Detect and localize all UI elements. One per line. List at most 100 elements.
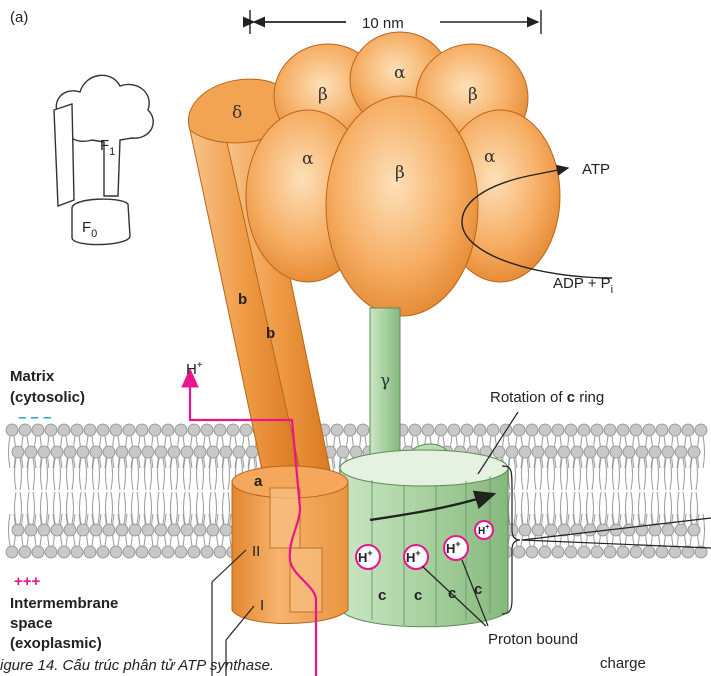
lipid-tail bbox=[197, 458, 204, 490]
lipid-head bbox=[233, 446, 245, 458]
lipid-head bbox=[630, 546, 642, 558]
lipid-head bbox=[201, 424, 213, 436]
subunit-b-left: b bbox=[238, 291, 247, 308]
lipid-head bbox=[97, 424, 109, 436]
lipid-head bbox=[64, 446, 76, 458]
subunit-c-4: c bbox=[474, 581, 482, 598]
lipid-tail bbox=[106, 458, 113, 490]
lipid-head bbox=[604, 424, 616, 436]
lipid-head bbox=[565, 424, 577, 436]
lipid-head bbox=[19, 546, 31, 558]
lipid-head bbox=[116, 446, 128, 458]
lipid-head bbox=[12, 524, 24, 536]
lipid-head bbox=[591, 546, 603, 558]
lipid-head bbox=[688, 524, 700, 536]
lipid-head bbox=[656, 424, 668, 436]
lipid-head bbox=[32, 546, 44, 558]
lipid-head bbox=[175, 546, 187, 558]
lipid-tail bbox=[652, 458, 659, 490]
lipid-tail bbox=[522, 458, 529, 490]
subunit-delta: δ bbox=[232, 103, 242, 123]
lipid-head bbox=[669, 424, 681, 436]
lipid-head bbox=[539, 424, 551, 436]
lipid-tail bbox=[41, 458, 48, 490]
intermembrane-label: +++ Intermembrane space (exoplasmic) bbox=[10, 573, 118, 652]
lipid-head bbox=[331, 424, 343, 436]
lipid-head bbox=[623, 446, 635, 458]
lipid-head bbox=[181, 524, 193, 536]
lipid-tail bbox=[132, 458, 139, 490]
lipid-head bbox=[51, 446, 63, 458]
lipid-head bbox=[71, 424, 83, 436]
lipid-tail bbox=[587, 492, 594, 524]
svg-text:Rotation of c ring: Rotation of c ring bbox=[490, 389, 604, 406]
lipid-head bbox=[656, 546, 668, 558]
lipid-head bbox=[662, 446, 674, 458]
lipid-head bbox=[526, 546, 538, 558]
subunit-alpha-right: α bbox=[484, 147, 496, 167]
lipid-head bbox=[51, 524, 63, 536]
lipid-head bbox=[188, 424, 200, 436]
adp-pi-label: ADP + Pi bbox=[553, 275, 613, 296]
lipid-head bbox=[38, 524, 50, 536]
lipid-tail bbox=[28, 458, 35, 490]
scale-bar: 10 nm bbox=[250, 10, 541, 34]
lipid-tail bbox=[80, 458, 87, 490]
lipid-head bbox=[214, 546, 226, 558]
lipid-head bbox=[623, 524, 635, 536]
lipid-head bbox=[12, 446, 24, 458]
lipid-head bbox=[337, 446, 349, 458]
lipid-head bbox=[584, 446, 596, 458]
lipid-head bbox=[675, 446, 687, 458]
c-ring-bracket bbox=[502, 466, 711, 614]
lipid-tail bbox=[535, 492, 542, 524]
lipid-head bbox=[58, 424, 70, 436]
lipid-tail bbox=[223, 492, 230, 524]
lipid-head bbox=[513, 546, 525, 558]
lipid-head bbox=[77, 446, 89, 458]
lipid-head bbox=[604, 546, 616, 558]
lipid-head bbox=[474, 424, 486, 436]
lipid-head bbox=[181, 446, 193, 458]
lipid-head bbox=[532, 524, 544, 536]
lipid-head bbox=[142, 524, 154, 536]
lipid-tail bbox=[132, 492, 139, 524]
lipid-head bbox=[532, 446, 544, 458]
svg-text:Intermembrane: Intermembrane bbox=[10, 595, 118, 612]
lipid-head bbox=[38, 446, 50, 458]
lipid-tail bbox=[184, 492, 191, 524]
lipid-head bbox=[162, 546, 174, 558]
lipid-tail bbox=[691, 458, 698, 490]
lipid-head bbox=[584, 524, 596, 536]
lipid-head bbox=[591, 424, 603, 436]
lipid-head bbox=[682, 424, 694, 436]
lipid-head bbox=[123, 424, 135, 436]
lipid-tail bbox=[184, 458, 191, 490]
subunit-beta-back-right: β bbox=[468, 85, 478, 105]
lipid-head bbox=[90, 446, 102, 458]
lipid-head bbox=[220, 524, 232, 536]
lipid-head bbox=[526, 424, 538, 436]
lipid-head bbox=[103, 446, 115, 458]
lipid-head bbox=[90, 524, 102, 536]
lipid-head bbox=[695, 424, 707, 436]
lipid-head bbox=[97, 546, 109, 558]
lipid-tail bbox=[665, 492, 672, 524]
lipid-head bbox=[669, 546, 681, 558]
lipid-head bbox=[220, 446, 232, 458]
lipid-tail bbox=[600, 458, 607, 490]
lipid-head bbox=[688, 446, 700, 458]
lipid-tail bbox=[93, 492, 100, 524]
lipid-tail bbox=[522, 492, 529, 524]
lipid-head bbox=[617, 424, 629, 436]
svg-text:Matrix: Matrix bbox=[10, 368, 55, 385]
lipid-tail bbox=[67, 492, 74, 524]
lipid-head bbox=[84, 546, 96, 558]
lipid-tail bbox=[548, 458, 555, 490]
lipid-tail bbox=[171, 458, 178, 490]
lipid-head bbox=[506, 446, 518, 458]
lipid-tail bbox=[15, 458, 22, 490]
lipid-tail bbox=[561, 458, 568, 490]
lipid-head bbox=[357, 424, 369, 436]
lipid-tail bbox=[171, 492, 178, 524]
